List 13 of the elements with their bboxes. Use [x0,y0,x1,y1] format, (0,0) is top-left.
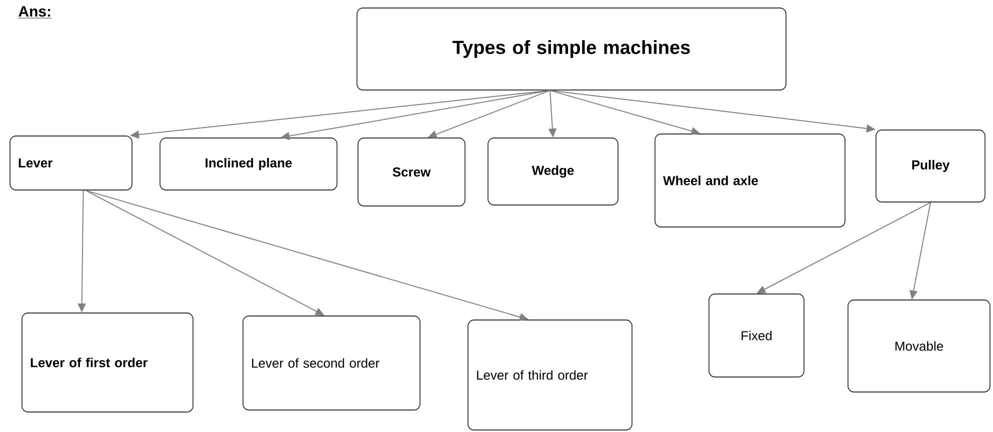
category-box: Inclined plane [160,138,338,190]
category-box: Lever of second order [242,316,420,410]
category-box: Fixed [708,294,804,378]
title-box: Types of simple machines [356,8,786,90]
category-box: Pulley [876,130,986,202]
answer-label: Ans: [18,6,52,18]
category-box: Wheel and axle [654,134,846,228]
category-box: Lever of third order [468,320,632,430]
category-box: Lever of first order [22,312,194,412]
category-box: Movable [848,300,990,392]
category-box: Wedge [488,138,618,206]
category-box: Lever [10,136,132,190]
category-box: Screw [358,138,466,206]
